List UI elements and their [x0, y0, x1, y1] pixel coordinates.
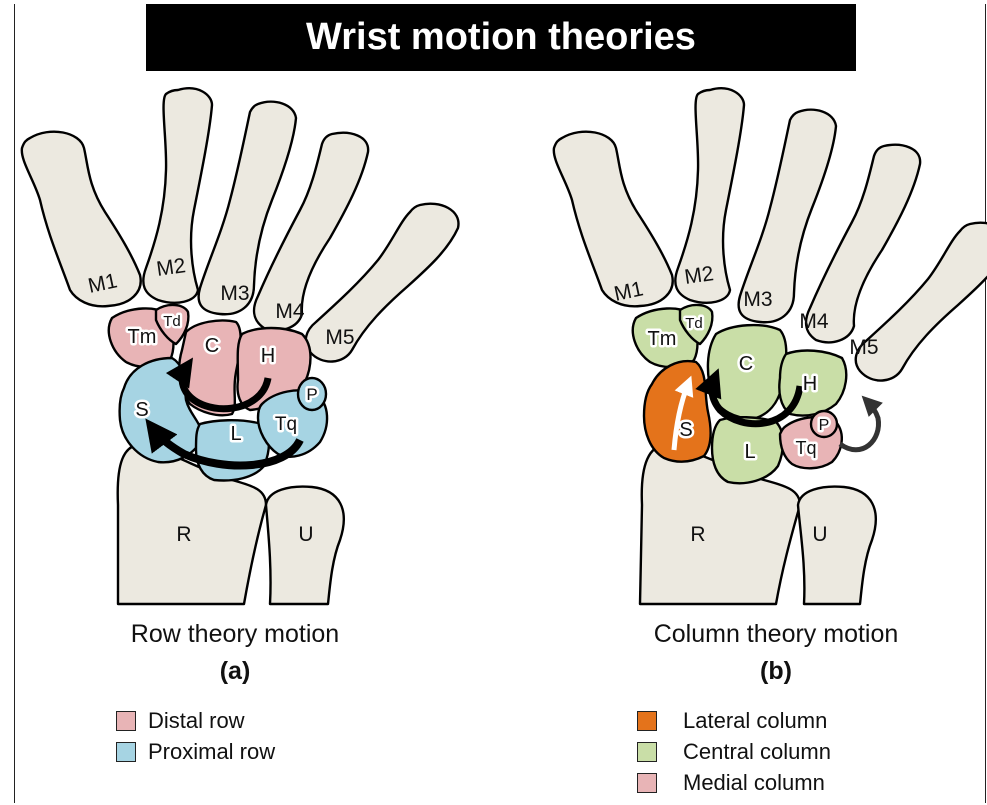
label-m5: M5	[325, 326, 354, 349]
label-m3: M3	[220, 282, 249, 305]
legend-label: Proximal row	[148, 739, 275, 765]
legend-item-central-column: Central column	[637, 736, 831, 767]
label-m5: M5	[849, 336, 878, 359]
label-h: H	[261, 345, 275, 367]
label-l: L	[230, 423, 241, 445]
label-tq: Tq	[795, 438, 816, 458]
legend-swatch	[637, 711, 657, 731]
metacarpal-1	[554, 132, 673, 307]
label-r: R	[176, 523, 191, 546]
legend-item-distal-row: Distal row	[116, 705, 275, 736]
label-p: P	[819, 417, 830, 434]
label-u: U	[812, 523, 827, 546]
label-m2: M2	[155, 254, 187, 281]
legend-swatch	[116, 742, 136, 762]
label-m2: M2	[683, 262, 715, 289]
label-h: H	[803, 373, 817, 395]
label-c: C	[739, 353, 753, 375]
panel-a-hand	[22, 88, 459, 604]
legend-label: Lateral column	[683, 708, 827, 734]
label-m4: M4	[799, 310, 828, 333]
label-c: C	[205, 335, 219, 357]
panel-a-caption: Row theory motion	[35, 620, 435, 649]
ulna-bone	[798, 487, 876, 604]
panel-b-hand	[554, 88, 987, 604]
label-m4: M4	[275, 300, 304, 323]
legend-swatch	[116, 711, 136, 731]
label-l: L	[744, 441, 755, 463]
legend-label: Distal row	[148, 708, 245, 734]
label-s: S	[679, 419, 692, 441]
label-u: U	[298, 523, 313, 546]
legend-swatch	[637, 773, 657, 793]
legend-swatch	[637, 742, 657, 762]
panel-b-label: (b)	[576, 657, 976, 686]
label-s: S	[135, 399, 148, 421]
label-tq: Tq	[275, 414, 297, 435]
legend-label: Medial column	[683, 770, 825, 796]
label-td: Td	[163, 313, 181, 330]
legend-item-medial-column: Medial column	[637, 767, 831, 798]
label-td: Td	[685, 315, 703, 332]
label-p: P	[306, 385, 317, 404]
panel-b-caption: Column theory motion	[576, 620, 976, 649]
legend-label: Central column	[683, 739, 831, 765]
label-tm: Tm	[648, 328, 677, 350]
label-r: R	[690, 523, 705, 546]
panel-a-label: (a)	[35, 657, 435, 686]
label-tm: Tm	[128, 326, 157, 348]
medial-column-arrow	[840, 402, 879, 450]
panel-a-legend: Distal row Proximal row	[116, 705, 275, 767]
panel-b-legend: Lateral column Central column Medial col…	[637, 705, 831, 798]
metacarpal-1	[22, 132, 141, 307]
legend-item-lateral-column: Lateral column	[637, 705, 831, 736]
label-m3: M3	[743, 288, 772, 311]
legend-item-proximal-row: Proximal row	[116, 736, 275, 767]
